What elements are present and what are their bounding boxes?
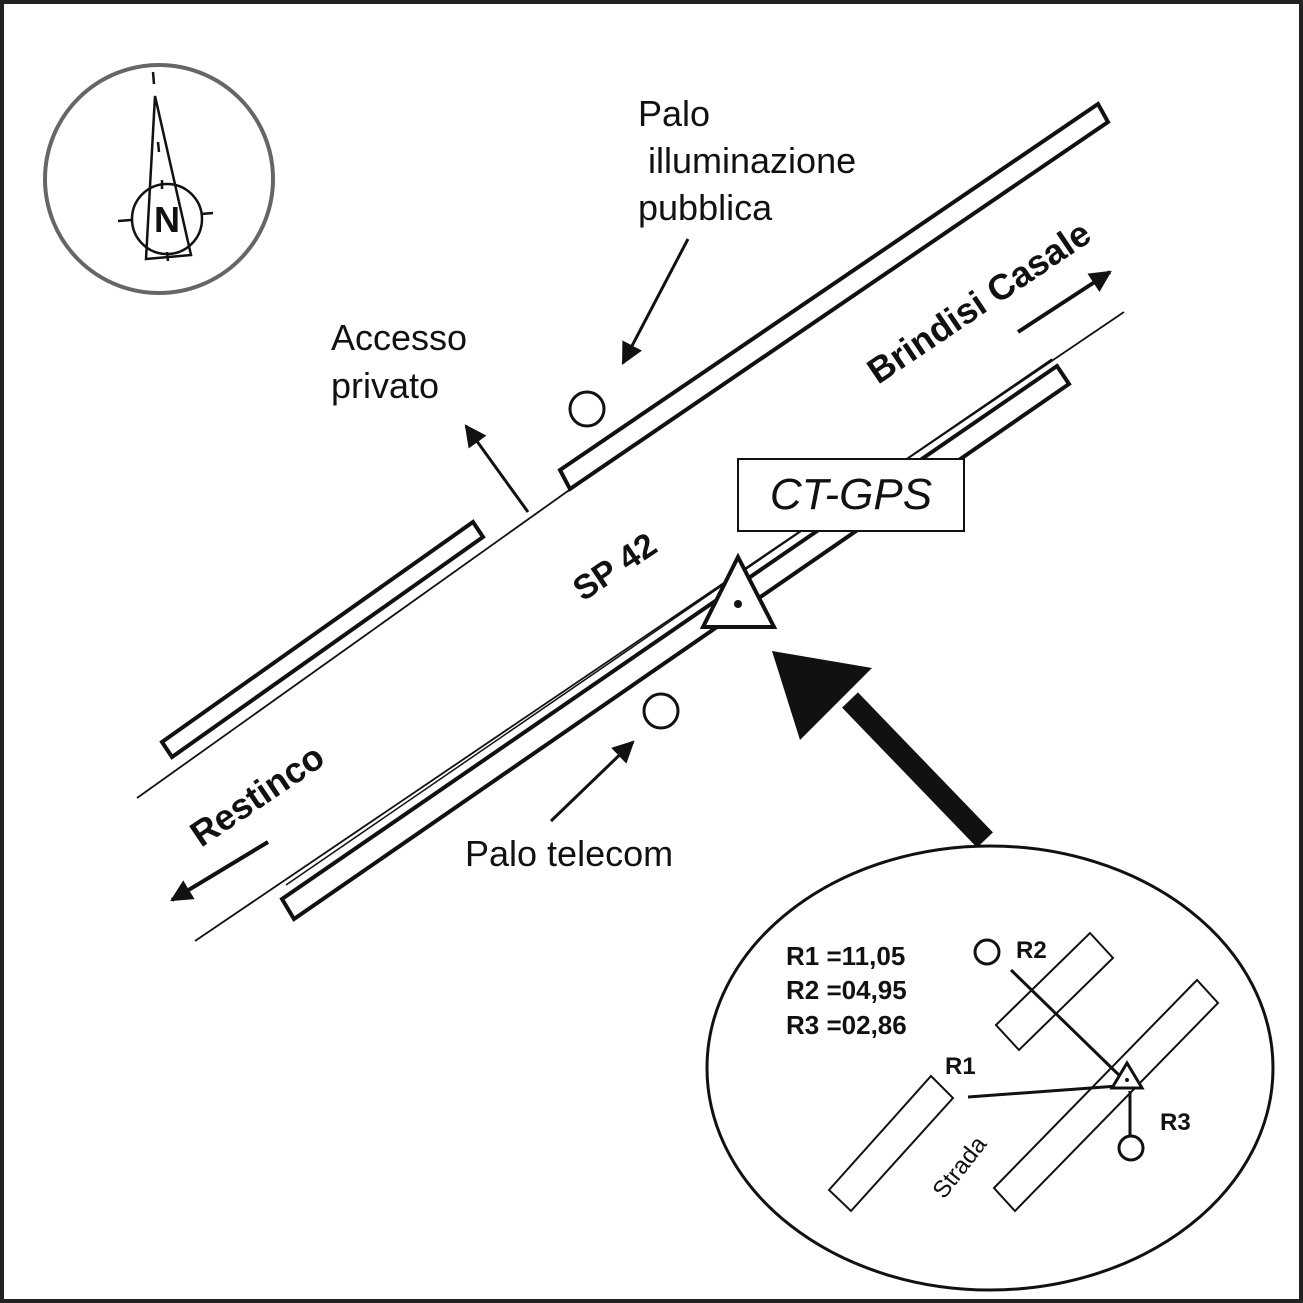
road-edge-south: [194, 311, 1125, 942]
label-palo-telecom: Palo telecom: [465, 833, 673, 874]
triangle-station-icon: [699, 552, 778, 629]
inset-detail: R1 =11,05 R2 =04,95 R3 =02,86 R2 R1 R3 S…: [705, 844, 1275, 1292]
compass-rose: N: [43, 63, 275, 295]
north-label: N: [154, 199, 180, 240]
label-palo-illuminazione-1: Palo: [638, 93, 710, 134]
inset-measure-r3: R3 =02,86: [786, 1010, 907, 1040]
label-accesso-1: Accesso: [331, 317, 467, 358]
compass-ring: [43, 63, 275, 295]
inset-pole-r2: [973, 938, 1001, 966]
inset-kerb-c: [827, 1074, 955, 1213]
inset-pole-r3: [1117, 1134, 1145, 1162]
direction-arrow-restinco: [170, 840, 270, 902]
inset-tag-r3: R3: [1160, 1109, 1191, 1136]
kerb-north-west: [159, 519, 486, 760]
inset-ellipse: [705, 844, 1275, 1292]
label-palo-illuminazione-2: illuminazione: [638, 140, 856, 181]
inset-measure-r2: R2 =04,95: [786, 975, 907, 1005]
label-palo-illuminazione-3: pubblica: [638, 187, 773, 228]
ct-gps-label-box: [737, 458, 965, 532]
inset-line-r1: [967, 1084, 1119, 1099]
pole-public-lighting: [568, 390, 606, 428]
inset-measure-r1: R1 =11,05: [786, 941, 905, 971]
label-accesso-2: privato: [331, 365, 439, 406]
north-arrow-icon: [117, 71, 214, 262]
pointer-arrow-lighting: [621, 238, 690, 365]
direction-arrow-brindisi: [1016, 270, 1112, 334]
pole-telecom: [642, 692, 680, 730]
road-centre-double: [285, 358, 1053, 886]
access-stub: [464, 424, 530, 513]
inset-station-icon: [1109, 1060, 1145, 1090]
inset-kerb-b: [992, 978, 1220, 1213]
gps-station-marker: [699, 552, 778, 629]
kerb-north-east: [557, 101, 1111, 492]
ct-gps-label: CT-GPS: [770, 470, 932, 519]
inset-tag-r1: R1: [945, 1053, 976, 1080]
zoom-callout-arrow: [772, 651, 993, 848]
inset-kerb-a: [994, 931, 1115, 1052]
pointer-arrow-telecom: [549, 740, 635, 823]
inset-tag-r2: R2: [1016, 937, 1047, 964]
inset-line-r2: [1009, 968, 1124, 1080]
